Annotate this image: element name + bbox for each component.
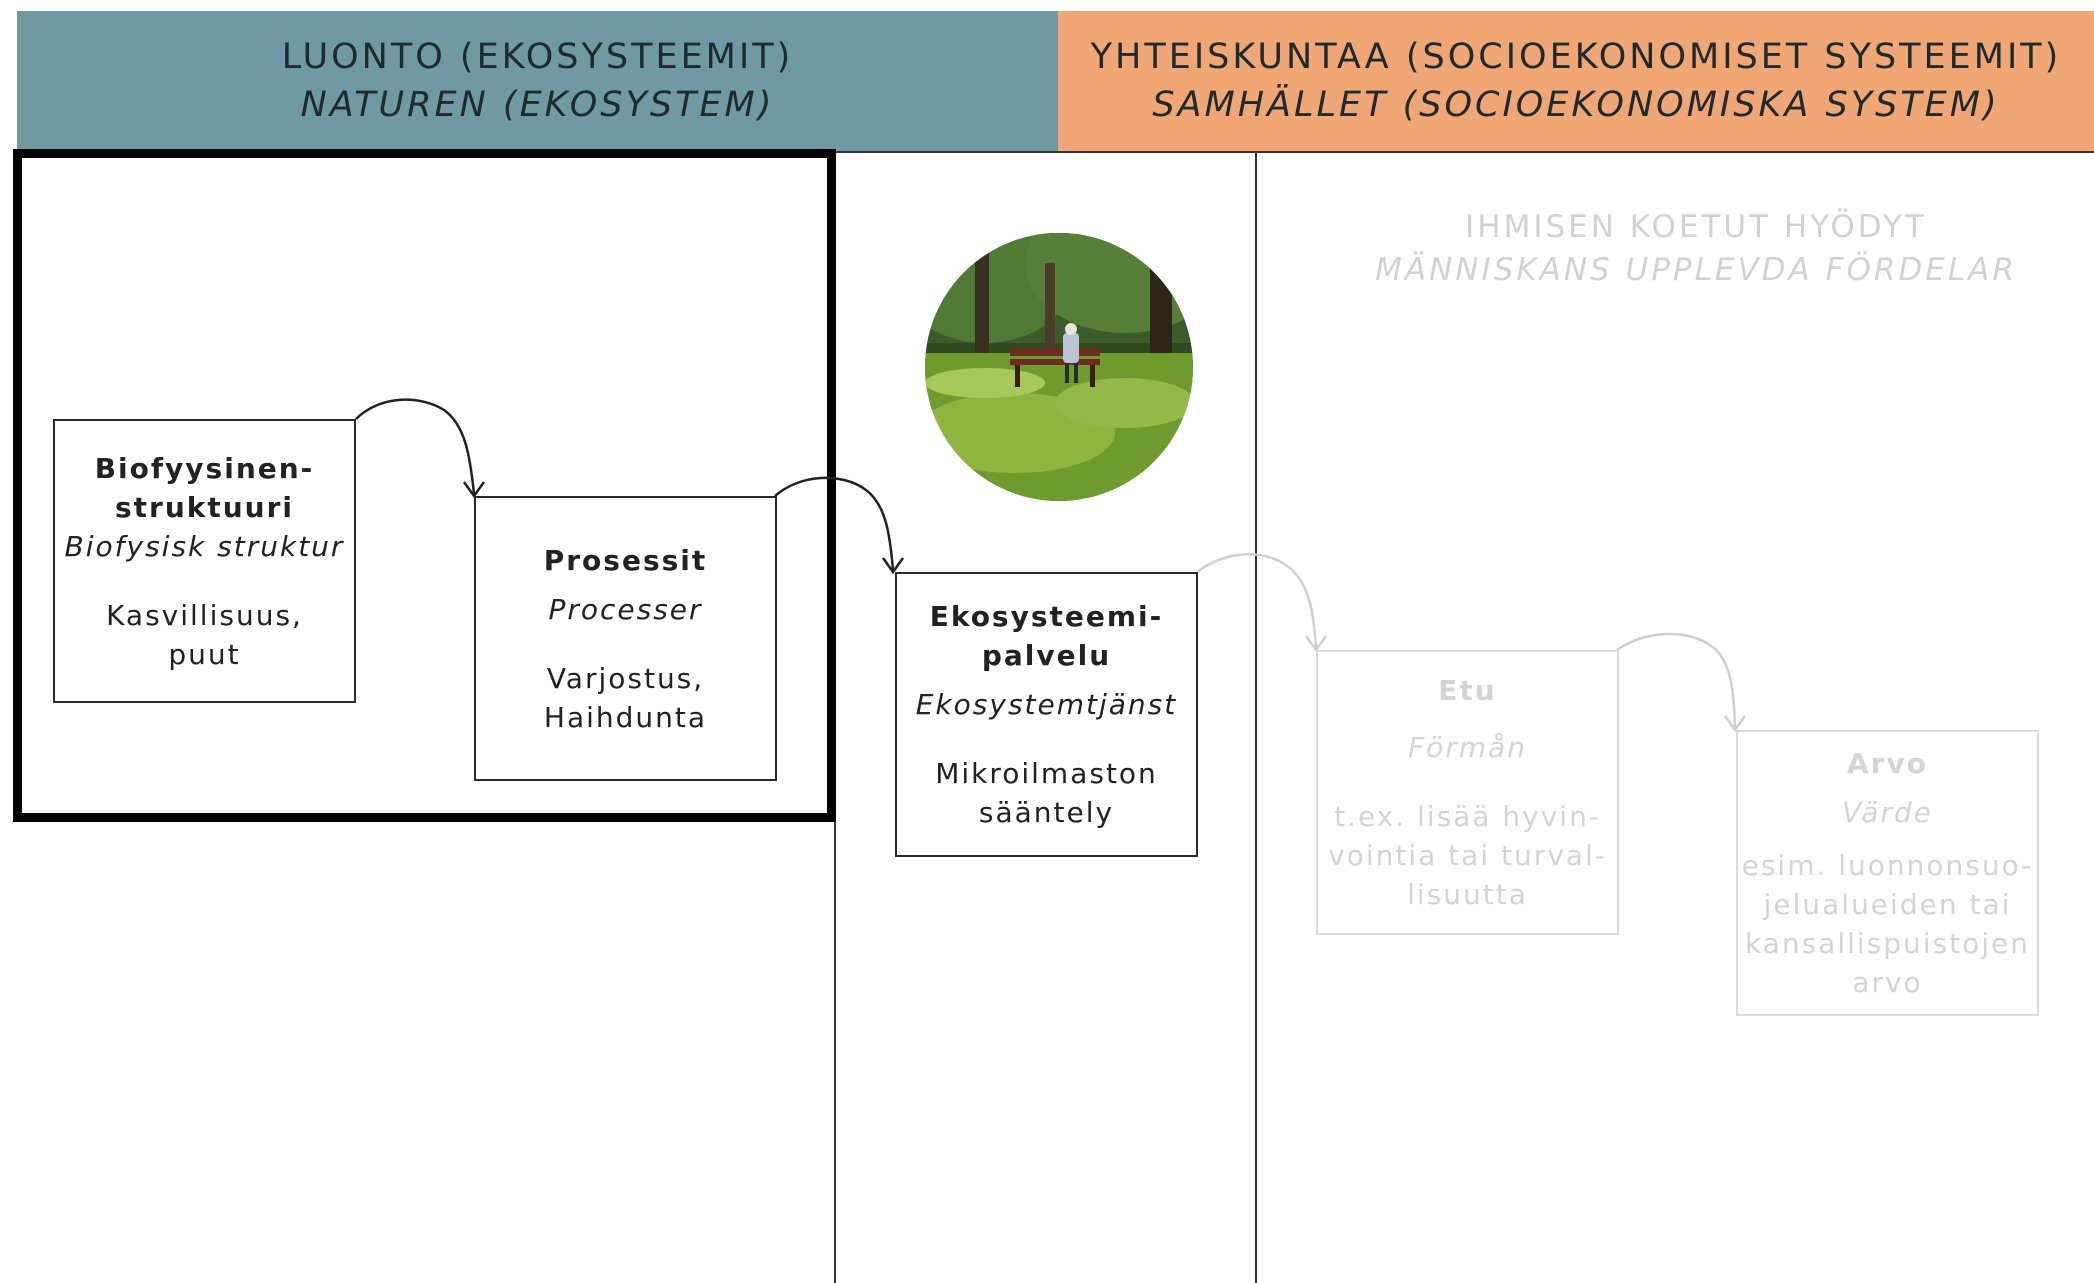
service-box: Ekosysteemi- palvelu Ekosystemtjänst Mik…	[895, 572, 1198, 857]
structure-example-1: Kasvillisuus,	[106, 598, 303, 632]
processes-title-sv: Processer	[548, 592, 703, 626]
nature-title-fi: LUONTO (EKOSYSTEEMIT)	[281, 37, 794, 77]
value-box: Arvo Värde esim. luonnonsuo- jelualueide…	[1736, 730, 2039, 1016]
arrow-service-to-benefit	[1196, 553, 1318, 649]
divider-right	[1255, 151, 1257, 1283]
service-title-sv: Ekosystemtjänst	[915, 688, 1178, 721]
arrow-processes-to-service	[774, 476, 895, 571]
structure-box: Biofyysinen- struktuuri Biofysisk strukt…	[53, 419, 356, 703]
processes-example-2: Haihdunta	[543, 700, 708, 734]
structure-title-2: struktuuri	[114, 490, 295, 524]
focus-frame	[13, 149, 836, 822]
value-example-3: kansallispuistojen	[1744, 927, 2031, 960]
benefits-header-sv: MÄNNISKANS UPPLEVDA FÖRDELAR	[1375, 252, 2017, 288]
benefit-example-3: lisuutta	[1407, 878, 1528, 911]
structure-example-2: puut	[168, 637, 241, 671]
benefit-box: Etu Förmån t.ex. lisää hyvin- vointia ta…	[1316, 650, 1619, 935]
processes-title: Prosessit	[543, 543, 708, 577]
arrow-structure-to-processes	[355, 398, 476, 495]
nature-band: LUONTO (EKOSYSTEEMIT) NATUREN (EKOSYSTEM…	[17, 11, 1058, 151]
benefit-title: Etu	[1438, 674, 1497, 707]
society-title-fi: YHTEISKUNTAA (SOCIOEKONOMISET SYSTEEMIT)	[1090, 37, 2062, 77]
structure-title-sv: Biofysisk struktur	[64, 529, 345, 563]
arrowhead-2	[881, 557, 905, 575]
arrowhead-4	[1723, 715, 1747, 733]
value-example-2: jelualueiden tai	[1763, 888, 2012, 921]
value-title: Arvo	[1847, 747, 1928, 780]
value-title-sv: Värde	[1841, 796, 1934, 829]
structure-title-1: Biofyysinen-	[94, 451, 315, 485]
service-title-1: Ekosysteemi-	[929, 600, 1164, 633]
service-example-1: Mikroilmaston	[935, 757, 1158, 790]
processes-box: Prosessit Processer Varjostus, Haihdunta	[474, 496, 777, 781]
benefit-title-sv: Förmån	[1408, 731, 1527, 764]
service-example-2: sääntely	[978, 796, 1115, 829]
park-bench-photo	[925, 233, 1193, 501]
nature-title-sv: NATUREN (EKOSYSTEM)	[300, 85, 775, 125]
service-title-2: palvelu	[981, 639, 1112, 672]
value-example-1: esim. luonnonsuo-	[1741, 849, 2034, 882]
divider-top	[836, 151, 2094, 153]
benefit-example-2: vointia tai turval-	[1328, 839, 1607, 872]
benefits-header: IHMISEN KOETUT HYÖDYT MÄNNISKANS UPPLEVD…	[1256, 206, 2094, 292]
arrow-benefit-to-value	[1616, 632, 1737, 729]
value-example-4: arvo	[1852, 966, 1923, 999]
society-band: YHTEISKUNTAA (SOCIOEKONOMISET SYSTEEMIT)…	[1058, 11, 2094, 151]
benefit-example-1: t.ex. lisää hyvin-	[1334, 800, 1601, 833]
society-title-sv: SAMHÄLLET (SOCIOEKONOMISKA SYSTEM)	[1152, 85, 2000, 125]
benefits-header-fi: IHMISEN KOETUT HYÖDYT	[1465, 209, 1927, 245]
processes-example-1: Varjostus,	[546, 661, 705, 695]
